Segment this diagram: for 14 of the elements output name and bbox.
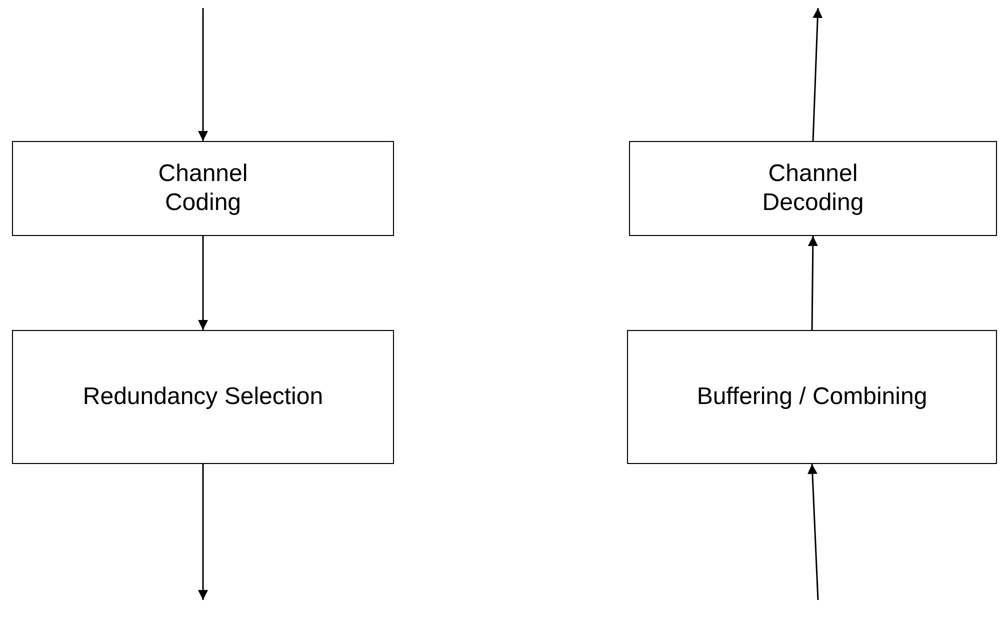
arrow bbox=[198, 8, 208, 141]
box-label: Buffering / Combining bbox=[696, 382, 928, 412]
process-box bbox=[629, 141, 997, 236]
arrow bbox=[198, 464, 208, 600]
arrow bbox=[198, 236, 208, 330]
box-label: Redundancy Selection bbox=[82, 382, 324, 412]
arrow bbox=[812, 8, 823, 142]
arrow bbox=[807, 464, 819, 600]
process-box bbox=[12, 330, 394, 464]
process-box bbox=[627, 330, 997, 464]
box-label: Channel Coding bbox=[157, 160, 249, 218]
box-label: Channel Decoding bbox=[761, 160, 865, 218]
arrow bbox=[808, 236, 818, 330]
process-box bbox=[12, 141, 394, 236]
